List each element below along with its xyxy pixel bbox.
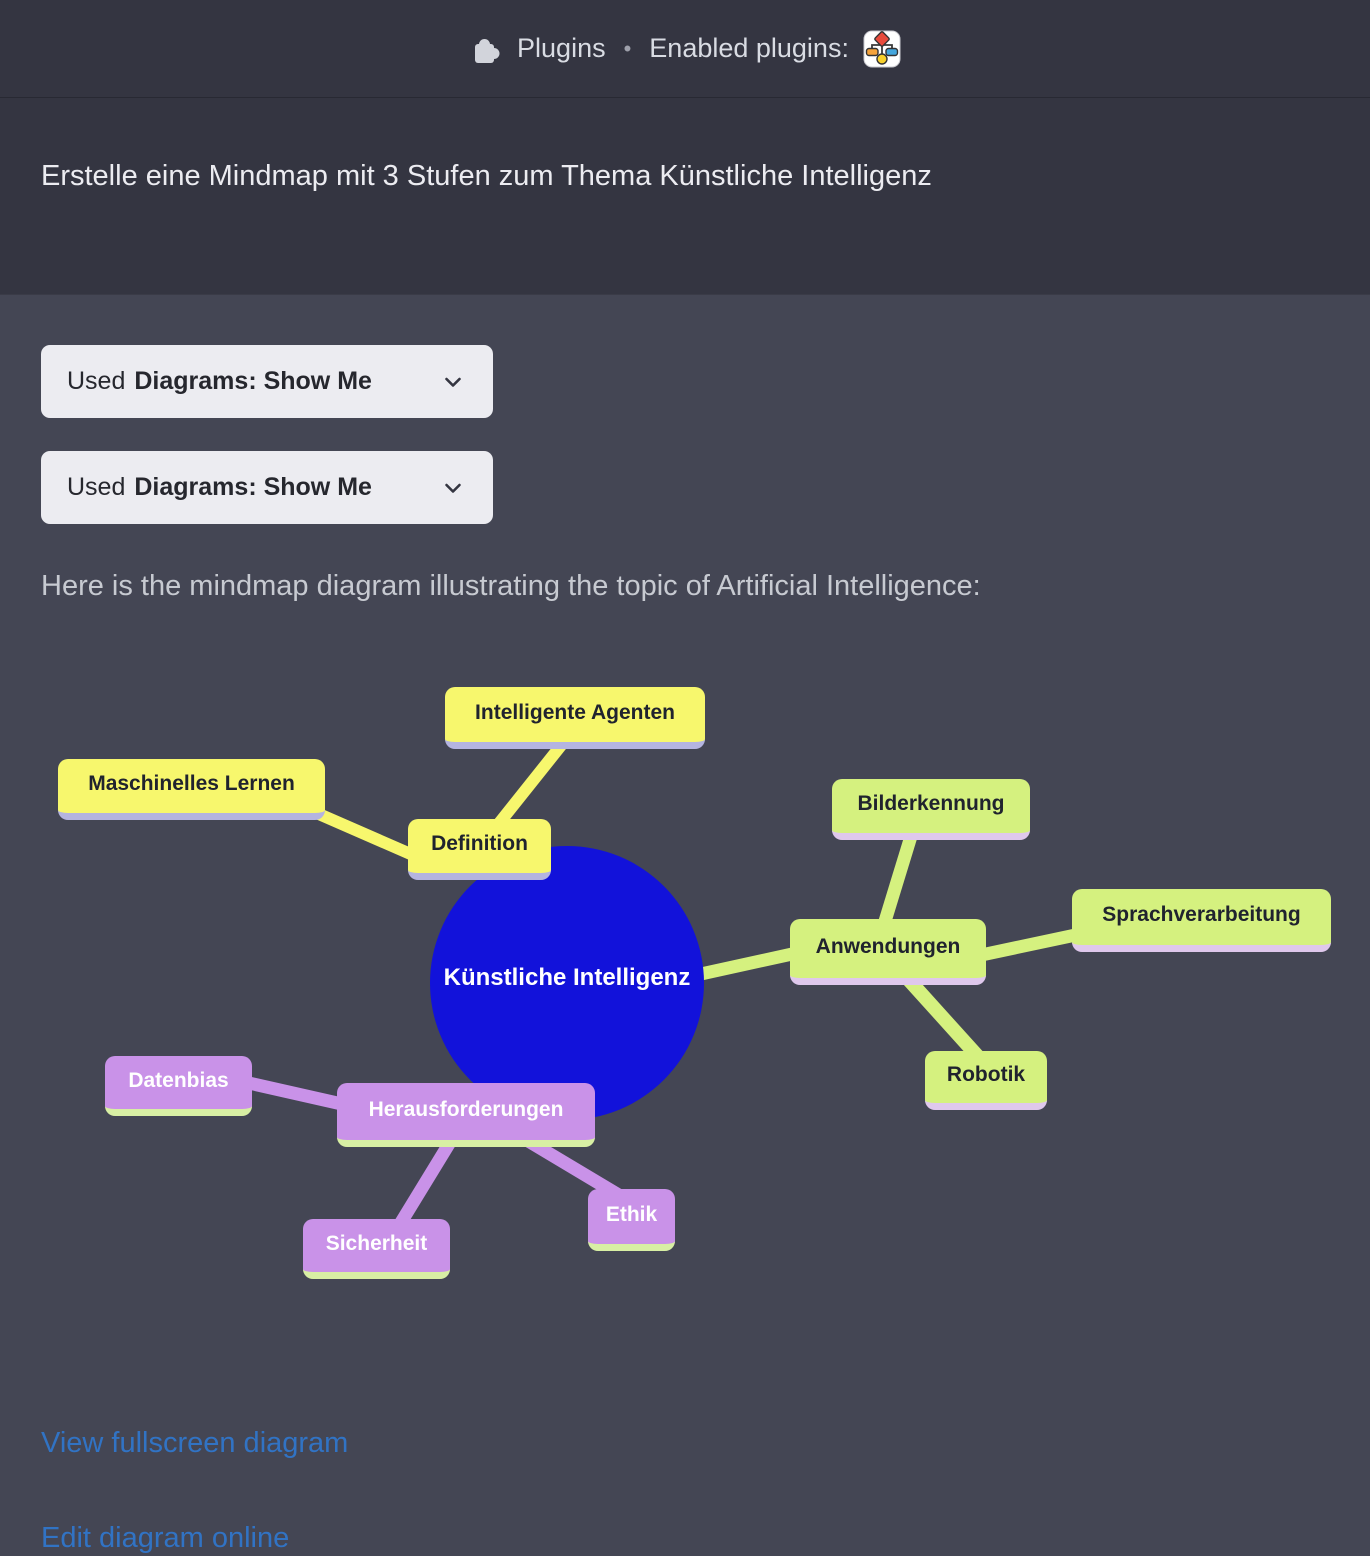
user-message-text: Erstelle eine Mindmap mit 3 Stufen zum T… — [41, 160, 932, 192]
mindmap-node-sprachverarbeitung: Sprachverarbeitung — [1072, 889, 1331, 952]
mindmap-node-definition: Definition — [408, 819, 551, 880]
diagrams-show-me-plugin-icon[interactable] — [863, 30, 901, 68]
mindmap-node-datenbias: Datenbias — [105, 1056, 252, 1116]
puzzle-icon — [469, 32, 503, 66]
mindmap-diagram: Künstliche Intelligenz Intelligente Agen… — [0, 661, 1370, 1361]
used-plugin-disclosure-2[interactable]: Used Diagrams: Show Me — [41, 451, 493, 524]
mindmap-node-intelligente-agenten: Intelligente Agenten — [445, 687, 705, 749]
header-separator: • — [623, 35, 632, 61]
mindmap-node-sicherheit: Sicherheit — [303, 1219, 450, 1279]
assistant-response-row: Used Diagrams: Show Me Used Diagrams: Sh… — [0, 345, 1370, 1555]
chevron-down-icon — [439, 474, 467, 502]
mindmap-root-circle — [430, 846, 704, 1120]
chevron-down-icon — [439, 368, 467, 396]
user-message-row: Erstelle eine Mindmap mit 3 Stufen zum T… — [0, 98, 1370, 295]
mindmap-root-label: Künstliche Intelligenz — [443, 964, 691, 991]
mindmap-node-robotik: Robotik — [925, 1051, 1047, 1110]
used-label: Used — [67, 367, 126, 395]
edit-diagram-online-link[interactable]: Edit diagram online — [41, 1522, 290, 1554]
plugin-name: Diagrams: Show Me — [134, 367, 372, 395]
mindmap-connectors-and-root — [238, 739, 1087, 1233]
used-label: Used — [67, 473, 126, 501]
assistant-intro-text: Here is the mindmap diagram illustrating… — [41, 570, 981, 602]
mindmap-node-herausforderungen: Herausforderungen — [337, 1083, 595, 1147]
used-plugin-disclosure-1[interactable]: Used Diagrams: Show Me — [41, 345, 493, 418]
mindmap-node-anwendungen: Anwendungen — [790, 919, 986, 985]
plugins-header: Plugins • Enabled plugins: — [0, 0, 1370, 98]
view-fullscreen-diagram-link[interactable]: View fullscreen diagram — [41, 1427, 349, 1459]
plugin-name: Diagrams: Show Me — [134, 473, 372, 501]
mindmap-node-bilderkennung: Bilderkennung — [832, 779, 1030, 840]
mindmap-node-ethik: Ethik — [588, 1189, 675, 1251]
enabled-plugins-label: Enabled plugins: — [649, 33, 849, 63]
plugins-label: Plugins — [517, 33, 606, 63]
mindmap-node-maschinelles-lernen: Maschinelles Lernen — [58, 759, 325, 820]
